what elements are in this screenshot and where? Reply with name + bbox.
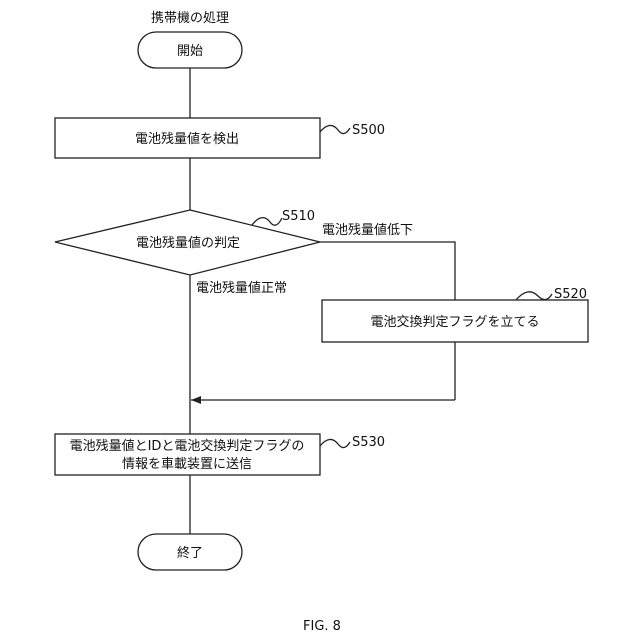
s510-step: S510 xyxy=(282,209,315,224)
decision-s510: 電池残量値の判定 S510 電池残量値低下 電池残量値正常 xyxy=(55,209,413,296)
s510-label: 電池残量値の判定 xyxy=(136,235,240,251)
start-label: 開始 xyxy=(177,44,203,59)
s520-leader xyxy=(516,292,552,300)
s530-step: S530 xyxy=(352,435,385,450)
connector-s510-s520 xyxy=(320,242,455,300)
branch-low-label: 電池残量値低下 xyxy=(322,222,413,238)
s530-label-line2: 情報を車載装置に送信 xyxy=(122,457,252,472)
start-terminal: 開始 xyxy=(138,32,242,68)
end-label: 終了 xyxy=(177,545,203,561)
branch-normal-label: 電池残量値正常 xyxy=(196,280,287,296)
s500-leader xyxy=(320,125,350,133)
diagram-title: 携帯機の処理 xyxy=(151,10,229,26)
s510-leader xyxy=(252,218,282,226)
s500-step: S500 xyxy=(352,123,385,138)
s520-step: S520 xyxy=(554,287,587,302)
figure-caption: FIG. 8 xyxy=(303,619,341,634)
end-terminal: 終了 xyxy=(138,534,242,570)
s530-label-line1: 電池残量値とIDと電池交換判定フラグの xyxy=(70,438,305,454)
process-s530: 電池残量値とIDと電池交換判定フラグの 情報を車載装置に送信 S530 xyxy=(55,434,385,475)
process-s500: 電池残量値を検出 S500 xyxy=(55,118,385,158)
s500-label: 電池残量値を検出 xyxy=(135,131,239,147)
s530-leader xyxy=(320,439,350,447)
s520-label: 電池交換判定フラグを立てる xyxy=(370,314,539,330)
